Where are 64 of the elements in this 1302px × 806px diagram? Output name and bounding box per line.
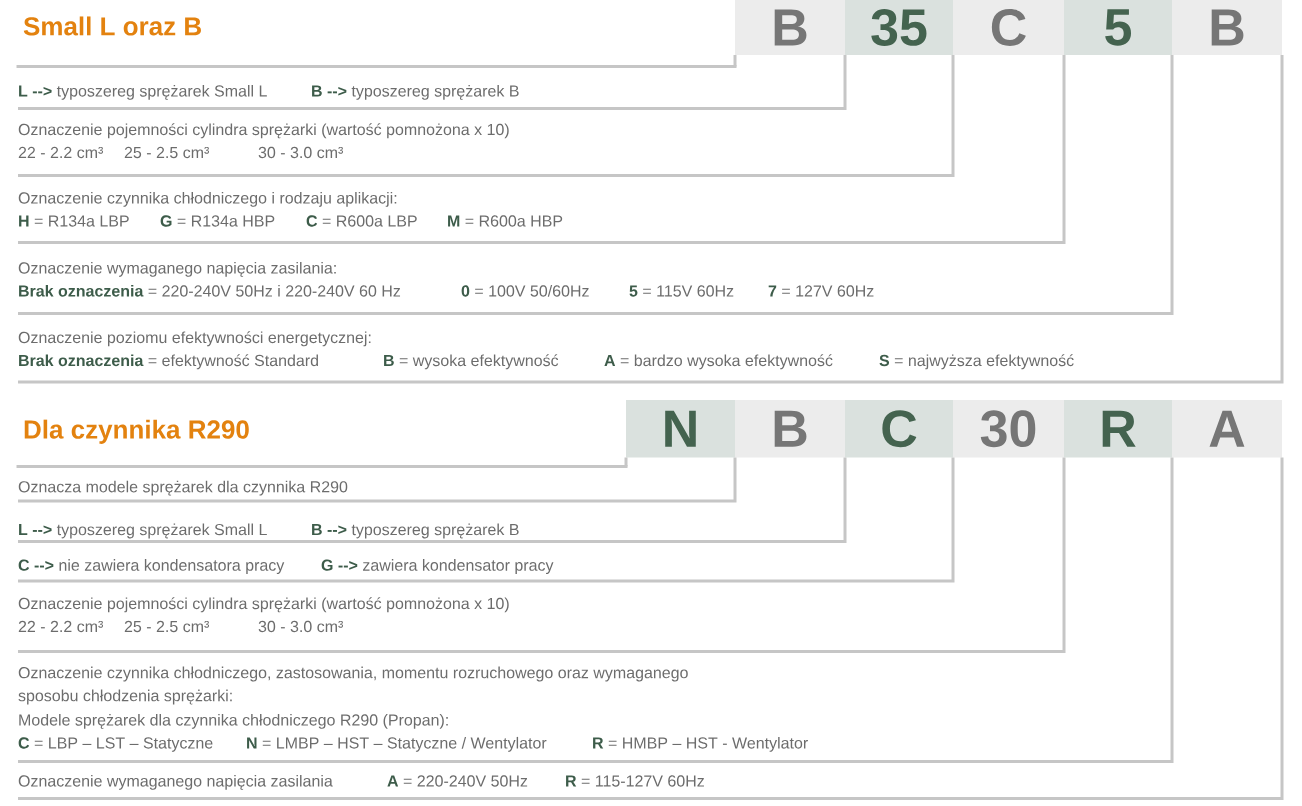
code-meaning: 30 - 3.0 cm³	[258, 146, 344, 159]
code-meaning: 7 = 127V 60Hz	[768, 285, 874, 297]
description-text: Oznaczenie wymaganego napięcia zasilania:	[18, 261, 336, 277]
leader-line	[18, 457, 1174, 763]
leader-line	[733, 55, 737, 67]
code-meaning: B = wysoka efektywność	[384, 354, 559, 370]
description-text: Oznacza modele sprężarek dla czynnika R290	[18, 480, 348, 496]
leader-line	[18, 55, 1066, 244]
code-meaning: B --> typoszereg sprężarek B	[312, 523, 519, 539]
code-meaning: C = LBP – LST – Statyczne	[18, 737, 213, 752]
leader-line	[18, 457, 1066, 653]
code-meaning: 22 - 2.2 cm³	[18, 620, 104, 633]
leader-line	[18, 55, 847, 110]
description-text: Oznaczenie wymaganego napięcia zasilania	[18, 774, 333, 790]
code-cell: A	[1172, 400, 1282, 458]
code-meaning: G = R134a HBP	[160, 215, 275, 227]
code-cell: B	[1172, 0, 1282, 55]
code-cell: 5	[1064, 0, 1172, 55]
description-text: Oznaczenie czynnika chłodniczego i rodzaju aplikacji:	[18, 191, 397, 207]
code-meaning: 25 - 2.5 cm³	[124, 146, 210, 159]
code-meaning: H = R134a LBP	[19, 215, 129, 227]
code-cell: C	[845, 400, 953, 458]
leader-line	[18, 55, 1284, 384]
leader-line	[18, 457, 955, 583]
leader-line	[624, 457, 628, 467]
code-meaning: L --> typoszereg sprężarek Small L	[19, 84, 267, 100]
code-meaning: S = najwyższa efektywność	[879, 354, 1074, 370]
code-meaning: C = R600a LBP	[306, 215, 417, 227]
code-meaning: G --> zawiera kondensator pracy	[321, 559, 554, 574]
code-meaning: M = R600a HBP	[448, 215, 563, 227]
code-meaning: 22 - 2.2 cm³	[18, 146, 104, 159]
code-meaning: R = HMBP – HST - Wentylator	[593, 736, 808, 752]
code-meaning: 25 - 2.5 cm³	[124, 620, 210, 633]
leader-line	[18, 457, 847, 543]
code-meaning: A = bardzo wysoka efektywność	[604, 354, 833, 370]
code-cell: 35	[845, 0, 953, 55]
description-text: Oznaczenie pojemności cylindra sprężarki (wartość pomnożona x 10)	[18, 597, 509, 613]
description-text: Modele sprężarek dla czynnika chłodniczego R290 (Propan):	[19, 713, 448, 729]
code-meaning: C --> nie zawiera kondensatora pracy	[18, 559, 285, 574]
code-meaning: N = LMBP – HST – Statyczne / Wentylator	[247, 736, 547, 752]
code-meaning: L --> typoszereg sprężarek Small L	[19, 523, 267, 539]
leader-line	[18, 457, 737, 503]
section-title: Dla czynnika R290	[24, 419, 249, 444]
code-meaning: Brak oznaczenia = efektywność Standard	[19, 354, 318, 370]
code-cell: N	[626, 400, 735, 458]
description-text: Oznaczenie czynnika chłodniczego, zastosowania, momentu rozruchowego oraz wymaganego sposobu chłodzenia sprężarki:	[18, 666, 688, 705]
code-cell: C	[953, 0, 1064, 55]
code-meaning: B --> typoszereg sprężarek B	[312, 84, 519, 100]
leader-line	[18, 55, 1174, 315]
code-cell: B	[735, 0, 845, 55]
code-meaning: 0 = 100V 50/60Hz	[461, 284, 589, 297]
code-meaning: 30 - 3.0 cm³	[258, 620, 344, 633]
section-title: Small L oraz B	[23, 16, 201, 36]
description-text: Oznaczenie poziomu efektywności energetycznej:	[18, 331, 371, 347]
code-meaning: A = 220-240V 50Hz	[387, 775, 528, 787]
leader-line	[18, 457, 1284, 800]
code-cell: R	[1064, 400, 1172, 458]
code-meaning: Brak oznaczenia = 220-240V 50Hz i 220-240V 60 Hz	[19, 284, 401, 297]
description-text: Oznaczenie pojemności cylindra sprężarki (wartość pomnożona x 10)	[18, 123, 509, 139]
code-meaning: R = 115-127V 60Hz	[566, 775, 704, 787]
code-cell: B	[735, 400, 845, 458]
code-cell: 30	[953, 400, 1064, 458]
code-meaning: 5 = 115V 60Hz	[629, 285, 734, 297]
leader-line	[18, 55, 955, 177]
